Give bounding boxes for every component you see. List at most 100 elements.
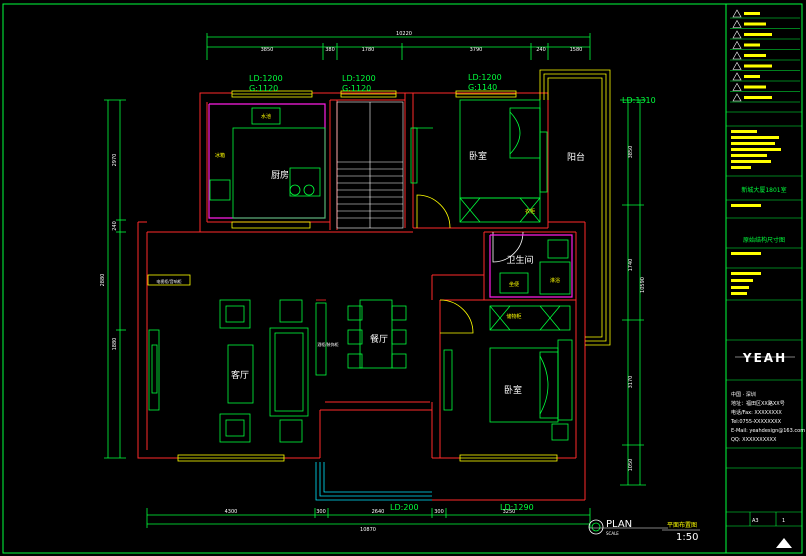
- window-ld-label: LD:1200: [249, 74, 283, 83]
- window-ld-label: LD:1310: [622, 96, 656, 105]
- warning-triangle-icon: [732, 82, 742, 91]
- left-dimension-chain: [104, 99, 126, 459]
- right-segment-labels: 3850 1740 3170 1050 10590: [628, 146, 646, 472]
- project-name: 新城大厦1801室: [741, 186, 786, 194]
- dim-text: 240: [536, 47, 546, 53]
- window-ld-label: LD:1200: [342, 74, 376, 83]
- dim-text: 300: [316, 509, 326, 515]
- company-info: 中国 · 深圳 地址：福田区XX路XX号 电话/Fax: XXXXXXXX Te…: [730, 391, 805, 443]
- room-label-dining: 餐厅: [370, 333, 388, 345]
- window-ld-label: LD:1200: [468, 73, 502, 82]
- warning-triangle-icon: [732, 40, 742, 49]
- dim-text: 3170: [628, 376, 634, 389]
- room-label-bedroom-south: 卧室: [504, 384, 522, 396]
- bottom-dimension-chain: [146, 508, 591, 528]
- company-line: 地址：福田区XX路XX号: [731, 400, 785, 407]
- staircase: [336, 101, 404, 229]
- window-g-label: G:1140: [468, 83, 497, 92]
- room-label-bedroom-north: 卧室: [469, 150, 487, 162]
- windows: [177, 90, 558, 462]
- company-logo: YEAH: [735, 351, 795, 365]
- revision-text-block: [744, 33, 772, 36]
- right-dimension-chain: [620, 99, 646, 486]
- dim-text: 1580: [570, 47, 583, 53]
- window-ld-label: LD:200: [390, 503, 419, 512]
- room-label-living: 客厅: [231, 369, 249, 381]
- fridge-label: 冰箱: [215, 152, 225, 159]
- dim-text: 1780: [362, 47, 375, 53]
- bedroom-north-furniture: [410, 99, 548, 223]
- revision-text-block: [744, 96, 772, 99]
- window-g-label: G:1120: [249, 84, 278, 93]
- dim-text: 1050: [628, 459, 634, 472]
- room-label-bathroom: 卫生间: [506, 254, 533, 266]
- bathroom-room: [489, 234, 573, 298]
- plan-label: PLAN: [606, 519, 632, 530]
- plan-title-symbol: [588, 519, 700, 535]
- revision-text-block: [744, 12, 760, 15]
- company-line: QQ: XXXXXXXXXX: [731, 437, 777, 443]
- company-line: 电话/Fax: XXXXXXXX: [731, 409, 782, 416]
- logo-text: YEAH: [742, 351, 787, 365]
- revision-text-block: [744, 54, 766, 57]
- north-arrow-icon: [776, 538, 792, 548]
- top-segment-labels: 3850 380 1780 3790 240 1580: [261, 47, 583, 53]
- door-arcs: [416, 194, 524, 334]
- revision-text-block: [744, 64, 772, 68]
- balcony-railing: [539, 69, 611, 346]
- tv-cabinet-label: 电视柜/音响柜: [156, 278, 181, 284]
- warning-triangle-icon: [732, 61, 742, 70]
- dim-text: 380: [325, 47, 335, 53]
- top-dimension-chain: [206, 33, 591, 60]
- wine-cabinet-label: 酒柜/装饰柜: [317, 341, 338, 347]
- living-dining-furniture: [147, 274, 407, 443]
- bottom-segment-labels: 4300 300 2640 300 3250: [225, 509, 516, 515]
- storage-label: 储物柜: [506, 313, 521, 320]
- dim-text: 3850: [261, 47, 274, 53]
- dim-text: 240: [112, 221, 118, 231]
- warning-triangle-icon: [732, 72, 742, 81]
- sheet-number: A3: [752, 518, 759, 524]
- title-block: [726, 111, 802, 527]
- plan-scale-label: 1:50: [676, 532, 698, 543]
- bottom-total-dimension: 10870: [360, 527, 376, 533]
- plan-sub-label: SCALE: [606, 531, 619, 536]
- kitchen-room: [208, 103, 326, 219]
- window-labels: LD:1200 G:1120 LD:1200 G:1120 LD:1200 G:…: [249, 73, 656, 512]
- revision-text-block: [744, 22, 766, 26]
- title-block-notes: [731, 130, 781, 295]
- dim-text: 10590: [640, 277, 646, 293]
- room-labels: 厨房 卧室 阳台 卫生间 客厅 餐厅 卧室: [231, 150, 585, 396]
- window-g-label: G:1120: [342, 84, 371, 93]
- dim-text: 1740: [628, 259, 634, 272]
- page-number: 1: [782, 518, 785, 524]
- revision-table: [730, 9, 800, 103]
- room-label-balcony: 阳台: [567, 151, 585, 163]
- revision-text-block: [744, 85, 766, 89]
- revision-text-block: [744, 75, 760, 78]
- window-ld-label: LD:1290: [500, 503, 534, 512]
- shower-label: 淋浴: [550, 277, 560, 284]
- dim-text: 300: [434, 509, 444, 515]
- dim-text: 2970: [112, 154, 118, 167]
- dim-text: 4300: [225, 509, 238, 515]
- drawing-frame: [2, 3, 803, 554]
- dim-text: 2880: [100, 274, 106, 287]
- company-line: 中国 · 深圳: [731, 391, 756, 398]
- company-line: Tel:0755-XXXXXXXX: [730, 419, 782, 425]
- bedroom-south-furniture: [443, 305, 573, 441]
- revision-text-block: [744, 43, 760, 47]
- warning-triangle-icon: [732, 51, 742, 60]
- drawing-name: 原始结构尺寸图: [743, 236, 785, 244]
- sink-label: 水池: [261, 113, 271, 120]
- dim-text: 2640: [372, 509, 385, 515]
- left-segment-labels: 2970 240 2880 1880: [100, 154, 118, 351]
- warning-triangle-icon: [732, 30, 742, 39]
- company-line: E-Mail: yeahdesign@163.com: [731, 428, 805, 434]
- dim-text: 3790: [470, 47, 483, 53]
- warning-triangle-icon: [732, 93, 742, 102]
- top-total-dimension: 10220: [396, 31, 412, 37]
- warning-triangle-icon: [732, 9, 742, 18]
- room-label-kitchen: 厨房: [271, 169, 289, 181]
